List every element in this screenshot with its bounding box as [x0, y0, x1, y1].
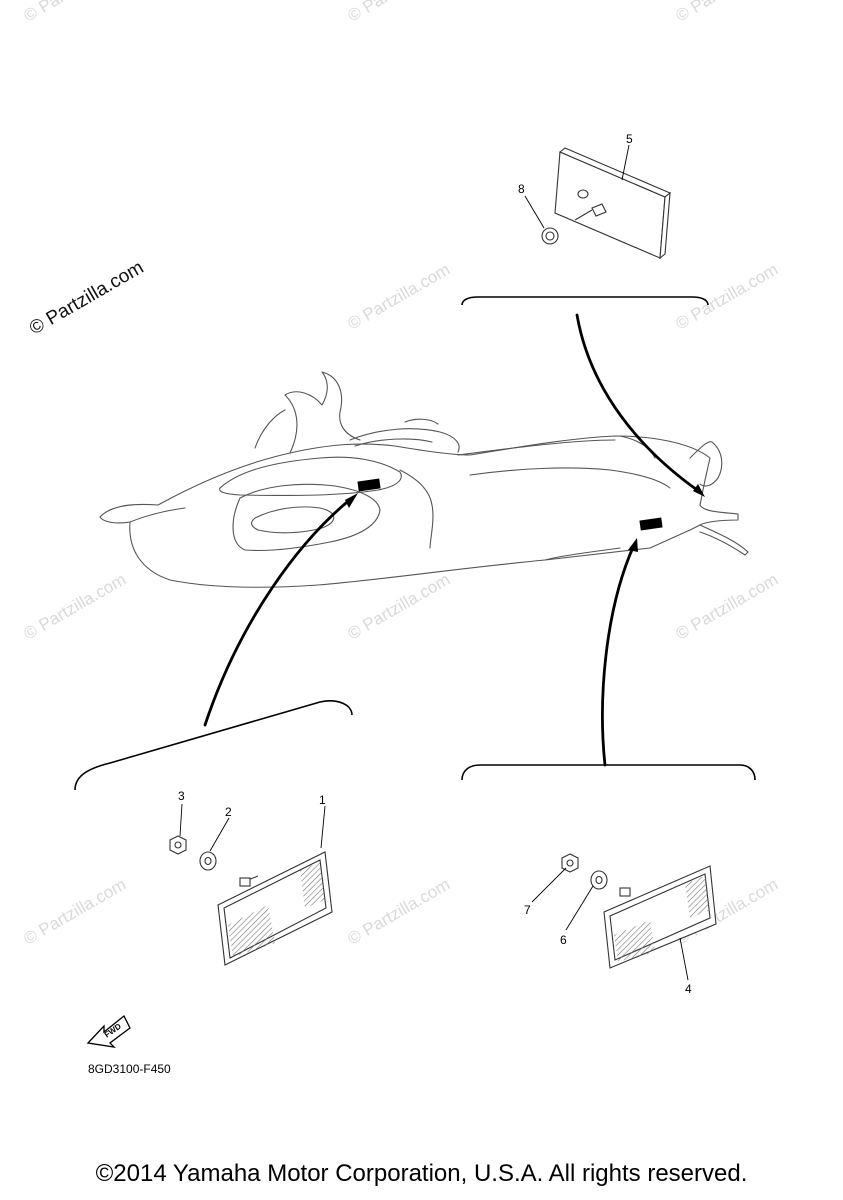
callout-number: 1 [319, 793, 326, 807]
side-reflector-left [217, 851, 333, 966]
license-plate-reflector [554, 147, 672, 260]
nut-3-icon [169, 835, 187, 855]
side-reflector-right [603, 865, 717, 969]
washer-2-icon [199, 851, 217, 871]
watermark-faint: © Partzilla.com [21, 875, 130, 949]
fwd-arrow-icon: FWD [86, 1014, 131, 1048]
watermark-faint: © Partzilla.com [673, 0, 782, 25]
callout-number: 7 [524, 903, 531, 917]
watermark-faint: © Partzilla.com [345, 875, 454, 949]
watermark-faint: © Partzilla.com [673, 570, 782, 644]
callout-number: 2 [225, 805, 232, 819]
leader-arrows [203, 313, 702, 767]
watermark-main: © Partzilla.com [26, 257, 147, 339]
washer-6-icon [590, 870, 608, 890]
bracket-frames [74, 296, 756, 791]
callout-number: 3 [178, 789, 185, 803]
arrowheads [345, 484, 705, 552]
callout-number: 6 [560, 933, 567, 947]
diagram-code: 8GD3100-F450 [88, 1062, 171, 1076]
callout-number: 4 [685, 982, 692, 996]
watermark-faint: © Partzilla.com [21, 0, 130, 25]
watermark-faint: © Partzilla.com [345, 260, 454, 334]
copyright-notice: ©2014 Yamaha Motor Corporation, U.S.A. A… [95, 1160, 748, 1187]
callout-leaders [179, 144, 689, 981]
callout-number: 5 [626, 132, 633, 146]
watermark-faint: © Partzilla.com [21, 570, 130, 644]
nut-7-icon [561, 853, 579, 873]
watermark-faint: © Partzilla.com [345, 0, 454, 25]
callout-number: 8 [518, 182, 525, 196]
snowmobile-outline [99, 371, 749, 588]
nut-8-icon [541, 227, 559, 245]
reflector-location-marker-side [357, 478, 381, 492]
reflector-location-marker-rear [639, 517, 663, 531]
